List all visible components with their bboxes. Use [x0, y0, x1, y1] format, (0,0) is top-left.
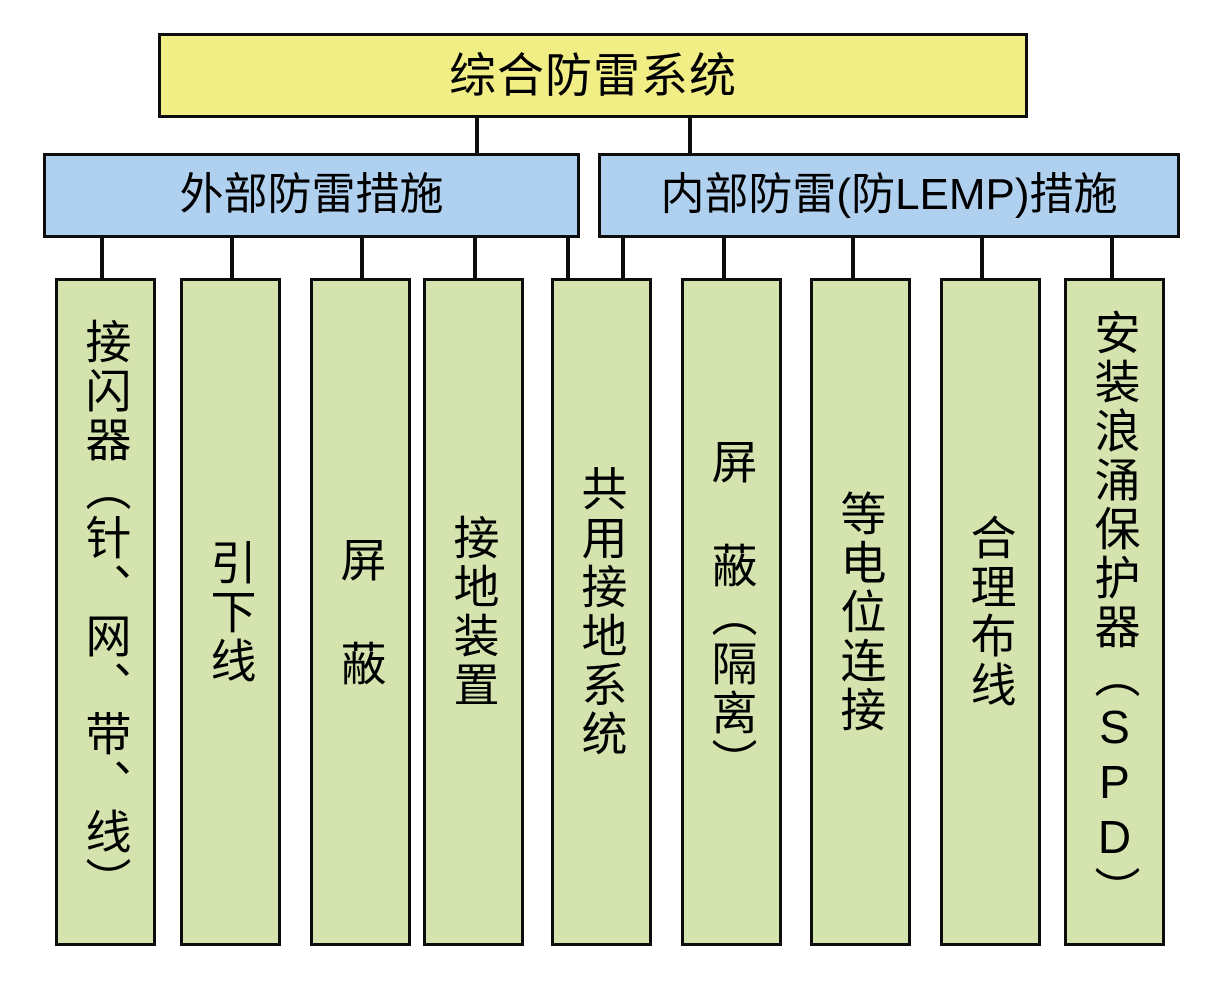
connector-internal-to-leaf-8	[980, 238, 984, 278]
node-leaf-down-conductor[interactable]: 引下线	[180, 278, 281, 946]
node-branch-external-measures[interactable]: 外部防雷措施	[43, 153, 580, 238]
node-leaf-shielding-external-label: 屏 蔽	[334, 535, 387, 689]
node-leaf-reasonable-wiring-label: 合理布线	[964, 514, 1017, 710]
node-leaf-common-earthing-system-label: 共用接地系统	[575, 465, 628, 759]
node-branch-internal-measures[interactable]: 内部防雷(防LEMP)措施	[598, 153, 1180, 238]
connector-external-to-leaf-4	[473, 238, 477, 278]
node-leaf-shielding-isolation[interactable]: 屏 蔽（隔离）	[681, 278, 782, 946]
connector-internal-to-leaf-6	[722, 238, 726, 278]
node-branch-internal-label: 内部防雷(防LEMP)措施	[660, 170, 1118, 220]
node-leaf-shielding-external[interactable]: 屏 蔽	[310, 278, 411, 946]
connector-external-to-leaf-1	[100, 238, 104, 278]
node-leaf-shielding-isolation-label: 屏 蔽（隔离）	[705, 437, 758, 787]
node-leaf-reasonable-wiring[interactable]: 合理布线	[940, 278, 1041, 946]
node-leaf-install-spd[interactable]: 安装浪涌保护器（SPD）	[1064, 278, 1165, 946]
node-branch-external-label: 外部防雷措施	[179, 170, 444, 220]
node-root-label: 综合防雷系统	[449, 48, 737, 102]
node-leaf-equipotential-bonding[interactable]: 等电位连接	[810, 278, 911, 946]
connector-root-to-internal	[688, 118, 692, 153]
connector-internal-to-leaf-7	[851, 238, 855, 278]
node-leaf-earthing-device[interactable]: 接地装置	[423, 278, 524, 946]
connector-external-to-leaf-3	[360, 238, 364, 278]
connector-internal-to-leaf-5	[621, 238, 625, 278]
connector-internal-to-leaf-9	[1110, 238, 1114, 278]
node-leaf-air-termination-label: 接闪器（针、网、带、线）	[79, 318, 132, 906]
node-root-comprehensive-system[interactable]: 综合防雷系统	[158, 33, 1028, 118]
node-leaf-equipotential-bonding-label: 等电位连接	[834, 489, 887, 735]
connector-root-to-external	[475, 118, 479, 153]
node-leaf-common-earthing-system[interactable]: 共用接地系统	[551, 278, 652, 946]
node-leaf-air-termination[interactable]: 接闪器（针、网、带、线）	[55, 278, 156, 946]
node-leaf-install-spd-label: 安装浪涌保护器（SPD）	[1088, 309, 1141, 915]
node-leaf-earthing-device-label: 接地装置	[447, 514, 500, 710]
connector-external-to-leaf-5	[566, 238, 570, 278]
node-leaf-down-conductor-label: 引下线	[204, 538, 257, 686]
connector-external-to-leaf-2	[230, 238, 234, 278]
